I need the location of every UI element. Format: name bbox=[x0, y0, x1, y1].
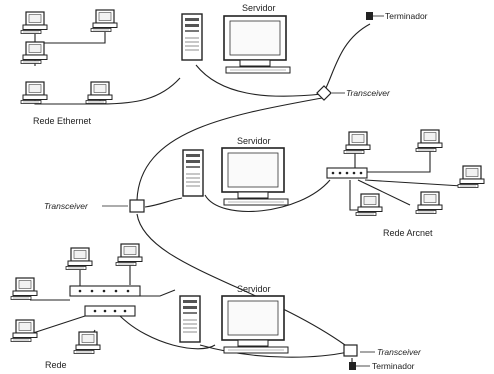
server-1 bbox=[181, 13, 291, 74]
server-tower-icon bbox=[181, 13, 203, 61]
server-3-label: Servidor bbox=[237, 284, 271, 294]
workstation-icon bbox=[457, 165, 485, 189]
terminator-icon bbox=[366, 12, 373, 20]
server-2 bbox=[182, 147, 289, 206]
ethernet-cable bbox=[34, 32, 106, 44]
workstation-icon bbox=[10, 319, 38, 343]
lan-cable bbox=[29, 315, 86, 335]
arcnet-cable bbox=[357, 179, 411, 206]
workstation-icon bbox=[20, 81, 48, 105]
workstation-icon bbox=[115, 243, 143, 267]
arcnet-cable bbox=[360, 150, 431, 173]
transceiver-icon bbox=[343, 344, 358, 357]
terminators bbox=[349, 12, 373, 370]
workstation-icon bbox=[343, 131, 371, 155]
backbone-cable bbox=[324, 23, 371, 91]
transceiver-icon bbox=[129, 199, 145, 213]
server-monitor-icon bbox=[221, 295, 289, 354]
server-2-label: Servidor bbox=[237, 136, 271, 146]
server-tower-icon bbox=[182, 149, 204, 197]
ethernet-network-label: Rede Ethernet bbox=[33, 116, 92, 126]
server-cable bbox=[199, 344, 349, 358]
backbone-cable bbox=[136, 213, 346, 346]
server-tower-icon bbox=[179, 295, 201, 343]
backbone-cable bbox=[136, 97, 323, 201]
arcnet-network bbox=[326, 129, 485, 217]
server-3 bbox=[179, 295, 289, 354]
transceiver-icon bbox=[316, 85, 332, 101]
workstation-icon bbox=[20, 11, 48, 35]
lan-cable bbox=[140, 289, 176, 297]
terminator-bottom-label: Terminador bbox=[372, 361, 415, 371]
transceiver-2-label: Transceiver bbox=[44, 201, 89, 211]
transceiver-1-label: Transceiver bbox=[346, 88, 391, 98]
hub-icon bbox=[84, 305, 136, 317]
server-cable bbox=[195, 64, 323, 97]
workstation-icon bbox=[65, 247, 93, 271]
ethernet-cable bbox=[99, 77, 181, 105]
terminator-top-label: Terminador bbox=[385, 11, 428, 21]
server-monitor-icon bbox=[221, 147, 289, 206]
workstation-icon bbox=[415, 191, 443, 215]
labels: Servidor Terminador Transceiver Rede Eth… bbox=[33, 3, 433, 371]
workstation-icon bbox=[73, 331, 101, 355]
transceiver-3-label: Transceiver bbox=[377, 347, 422, 357]
server-cable bbox=[144, 197, 183, 208]
workstation-icon bbox=[415, 129, 443, 153]
transceivers bbox=[129, 85, 358, 357]
server-monitor-icon bbox=[223, 15, 291, 74]
workstation-icon bbox=[10, 277, 38, 301]
bottom-network bbox=[10, 243, 143, 355]
server-cable bbox=[204, 179, 331, 212]
workstations-ethernet bbox=[20, 9, 118, 105]
lan-cable bbox=[119, 315, 216, 350]
workstation-icon bbox=[355, 193, 383, 217]
bottom-network-label: Rede bbox=[45, 360, 67, 370]
arcnet-network-label: Rede Arcnet bbox=[383, 228, 433, 238]
workstation-icon bbox=[20, 41, 48, 65]
server-1-label: Servidor bbox=[242, 3, 276, 13]
terminator-icon bbox=[349, 362, 356, 370]
workstation-icon bbox=[90, 9, 118, 33]
workstation-icon bbox=[85, 81, 113, 105]
arcnet-cable bbox=[364, 179, 463, 187]
